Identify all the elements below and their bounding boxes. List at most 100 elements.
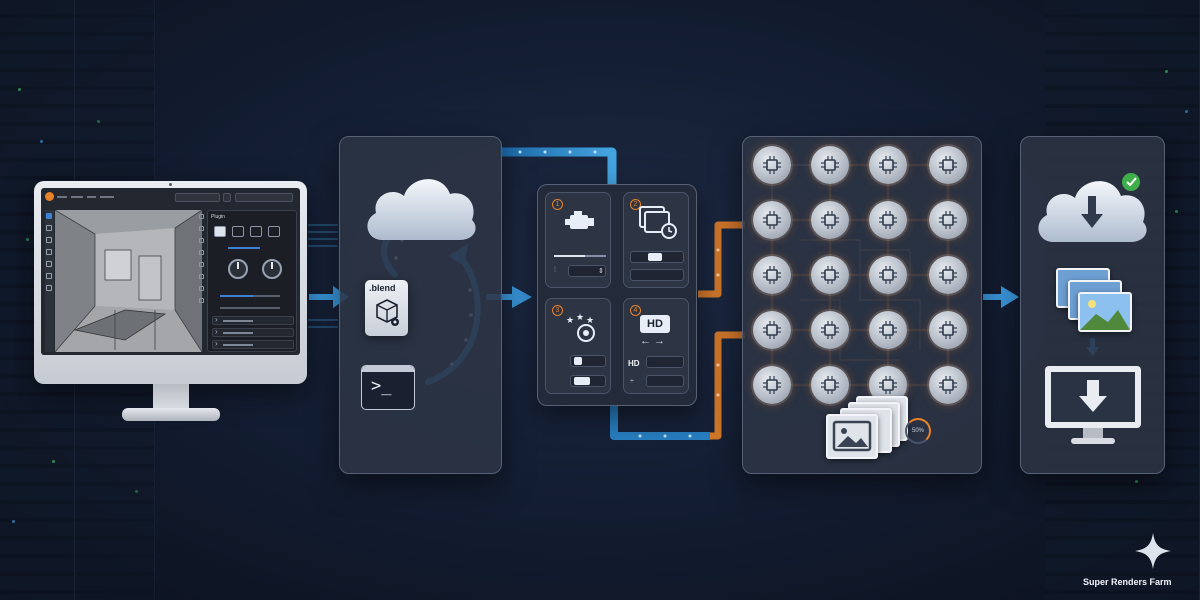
cpu-chip-icon [929,311,967,349]
tab-modifier-icon[interactable] [199,286,204,291]
move-tool-icon[interactable] [46,225,52,231]
step-4-badge: 4 [630,305,641,316]
plugin-knob-right[interactable] [262,259,282,279]
scale-tool-icon[interactable] [46,249,52,255]
plugin-row-2[interactable] [212,327,294,337]
plugin-title: Plugin [211,214,225,220]
cpu-chip-icon [869,146,907,184]
settings-tile-engine: 1 ⫶ ⇕ [545,192,611,288]
sliders-icon: ⫶ [554,267,556,274]
3d-viewport[interactable] [54,209,203,353]
plugin-row-1[interactable] [212,315,294,325]
frames-clock-icon [639,206,677,239]
sparkle-logo [1135,533,1171,569]
hd-resolution-icon: HD [640,315,670,333]
divide-icon: ÷ [630,378,634,385]
plugin-slider-1[interactable] [220,295,280,297]
workstation-monitor: Plugin [34,181,307,384]
plugin-mode-button-1[interactable] [214,226,226,237]
file-blend-icon: .blend [365,280,408,336]
monitor-download-icon [1045,366,1141,444]
rotate-tool-icon[interactable] [46,237,52,243]
cpu-chip-icon [811,256,849,294]
camera-dot [169,183,172,186]
tab-world-icon[interactable] [199,262,204,267]
plugin-knob-left[interactable] [228,259,248,279]
tab-output-icon[interactable] [199,238,204,243]
cpu-chip-icon [929,146,967,184]
image-stack-icon [826,414,878,459]
search-field[interactable] [175,193,220,202]
engine-icon [565,211,594,229]
tab-scene-icon[interactable] [199,250,204,255]
frame-step-field[interactable] [630,269,684,281]
render-thumb-front [1078,292,1132,332]
cpu-chip-icon [869,311,907,349]
toggle-knob [648,253,662,261]
layers-swatch [574,377,590,385]
chevron-updown-icon: ⇕ [598,268,604,275]
plugin-panel: Plugin [207,210,297,352]
stars-target-icon: ★ ★ ★ [566,313,595,342]
cpu-chip-icon [929,366,967,404]
select-tool-icon[interactable] [46,213,52,219]
cloud-icon [367,179,476,240]
settings-tile-frames: 2 [623,192,689,288]
blender-screen: Plugin [41,188,300,355]
monitor-foot [122,408,220,421]
cpu-chip-icon [753,201,791,239]
scale-select[interactable] [646,375,684,387]
resolution-select[interactable] [646,356,684,368]
scene-field[interactable] [235,193,293,202]
plugin-mode-button-3[interactable] [250,226,262,237]
quality-swatch [574,357,582,365]
properties-tabs [198,212,206,352]
tab-object-icon[interactable] [199,274,204,279]
measure-tool-icon[interactable] [46,285,52,291]
svg-text:★: ★ [576,313,584,323]
cpu-chip-icon [753,311,791,349]
toolbar-button[interactable] [223,193,231,202]
plugin-slider-2[interactable] [220,307,280,309]
cpu-chip-icon [811,366,849,404]
app-topbar [45,192,296,204]
svg-text:★: ★ [566,316,574,326]
monitor-stand [153,384,189,410]
cpu-chip-icon [811,311,849,349]
terminal-icon: >_ [361,365,415,410]
plugin-slider-top[interactable] [228,247,260,249]
terminal-prompt: >_ [371,376,392,396]
tab-render-icon[interactable] [199,226,204,231]
engine-slider[interactable] [554,255,606,257]
hd-value-label: HD [628,359,640,368]
brand-name: Super Renders Farm [1083,577,1172,587]
tab-tool-icon[interactable] [199,214,204,219]
cpu-chip-icon [811,146,849,184]
settings-tile-quality: 3 ★ ★ ★ [545,298,611,394]
blender-logo [45,192,54,201]
cpu-chip-icon [753,256,791,294]
tab-material-icon[interactable] [199,298,204,303]
tool-strip [45,210,54,352]
plugin-mode-button-4[interactable] [268,226,280,237]
cloud-download-icon [1038,173,1147,242]
plugin-mode-button-2[interactable] [232,226,244,237]
progress-ring: 50% [905,418,931,444]
cpu-chip-icon [753,146,791,184]
step-2-badge: 2 [630,199,641,210]
engine-select[interactable] [568,265,606,277]
arrow-3-icon [983,286,1019,308]
svg-text:★: ★ [586,316,594,326]
cpu-chip-icon [869,201,907,239]
annotate-tool-icon[interactable] [46,273,52,279]
step-1-badge: 1 [552,199,563,210]
plugin-row-3[interactable] [212,339,294,349]
transform-tool-icon[interactable] [46,261,52,267]
step-3-badge: 3 [552,305,563,316]
blend-file-label: .blend [369,283,396,293]
room-render-preview [54,209,203,353]
cpu-chip-icon [869,256,907,294]
settings-tile-resolution: 4 HD ← → HD ÷ [623,298,689,394]
package-gear-icon [376,299,399,326]
